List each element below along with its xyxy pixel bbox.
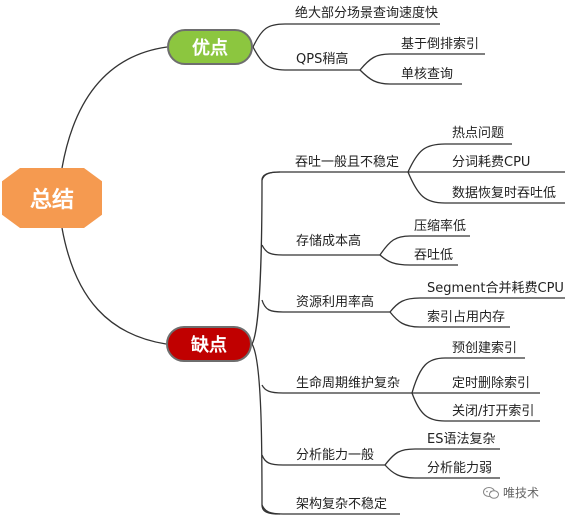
connector-c4-ch3 <box>411 392 540 422</box>
cons-item-4: 生命周期维护复杂 <box>296 376 401 391</box>
cons-item-3-child-2: 索引占用内存 <box>427 310 506 325</box>
cons-item-1-child-2: 分词耗费CPU <box>452 155 531 170</box>
pros-item-2-child-1: 基于倒排索引 <box>401 37 480 52</box>
cons-item-1-child-3: 数据恢复时吞吐低 <box>452 186 557 201</box>
cons-item-5-child-2: 分析能力弱 <box>427 461 493 476</box>
cons-item-4-child-3: 关闭/打开索引 <box>452 404 535 419</box>
pros-item-2: QPS稍高 <box>296 52 349 67</box>
cons-item-4-child-2: 定时删除索引 <box>452 376 531 391</box>
connector-cons-item6 <box>261 504 400 515</box>
connector-cons-item2 <box>261 244 380 256</box>
pros-label: 优点 <box>192 38 228 59</box>
wechat-icon <box>483 486 499 499</box>
cons-item-6: 架构复杂不稳定 <box>296 497 388 512</box>
connector-cons-item5 <box>261 454 385 466</box>
connector-cons-item1 <box>261 171 408 181</box>
connector-root-pros <box>61 46 168 169</box>
pros-item-1: 绝大部分场景查询速度快 <box>295 6 439 21</box>
connector-c4-ch1 <box>411 357 525 394</box>
watermark-text: 唯技术 <box>503 486 540 500</box>
connector-pros-item1 <box>252 23 440 48</box>
connector-pros-item2 <box>252 46 360 71</box>
cons-item-1-child-1: 热点问题 <box>452 126 505 141</box>
cons-item-2-child-2: 吞吐低 <box>414 248 454 263</box>
connector-cons-trunk <box>251 171 281 345</box>
cons-node: 缺点 <box>166 326 252 362</box>
connector-c1-ch1 <box>407 143 512 173</box>
connector-cons-trunk-lower <box>251 343 281 515</box>
root-label: 总结 <box>29 188 74 213</box>
cons-item-5: 分析能力一般 <box>296 448 375 463</box>
connector-c3-ch2 <box>389 311 510 328</box>
connector-c5-ch1 <box>384 448 500 466</box>
cons-item-4-child-1: 预创建索引 <box>452 341 518 356</box>
connector-cons-item3 <box>261 299 390 313</box>
connector-c2-ch1 <box>379 235 470 256</box>
connector-c2-ch2 <box>379 254 458 266</box>
connector-pros-item2-child2 <box>359 69 462 85</box>
cons-item-1: 吞吐一般且不稳定 <box>295 155 400 170</box>
pros-node: 优点 <box>167 29 253 65</box>
cons-label: 缺点 <box>191 335 227 356</box>
cons-item-3: 资源利用率高 <box>296 295 375 310</box>
connector-cons-item4 <box>261 384 412 394</box>
connector-c5-ch2 <box>384 464 500 479</box>
watermark: 唯技术 <box>483 484 539 501</box>
cons-item-5-child-1: ES语法复杂 <box>427 432 496 447</box>
connector-c1-ch3 <box>407 171 565 204</box>
root-node: 总结 <box>2 168 102 228</box>
connector-c3-ch1 <box>389 297 565 313</box>
cons-item-2-child-1: 压缩率低 <box>414 219 467 234</box>
connector-root-cons <box>61 227 167 345</box>
cons-item-2: 存储成本高 <box>296 234 362 249</box>
cons-item-3-child-1: Segment合并耗费CPU <box>427 281 564 296</box>
pros-item-2-child-2: 单核查询 <box>401 67 454 82</box>
connector-pros-item2-child1 <box>359 53 485 71</box>
